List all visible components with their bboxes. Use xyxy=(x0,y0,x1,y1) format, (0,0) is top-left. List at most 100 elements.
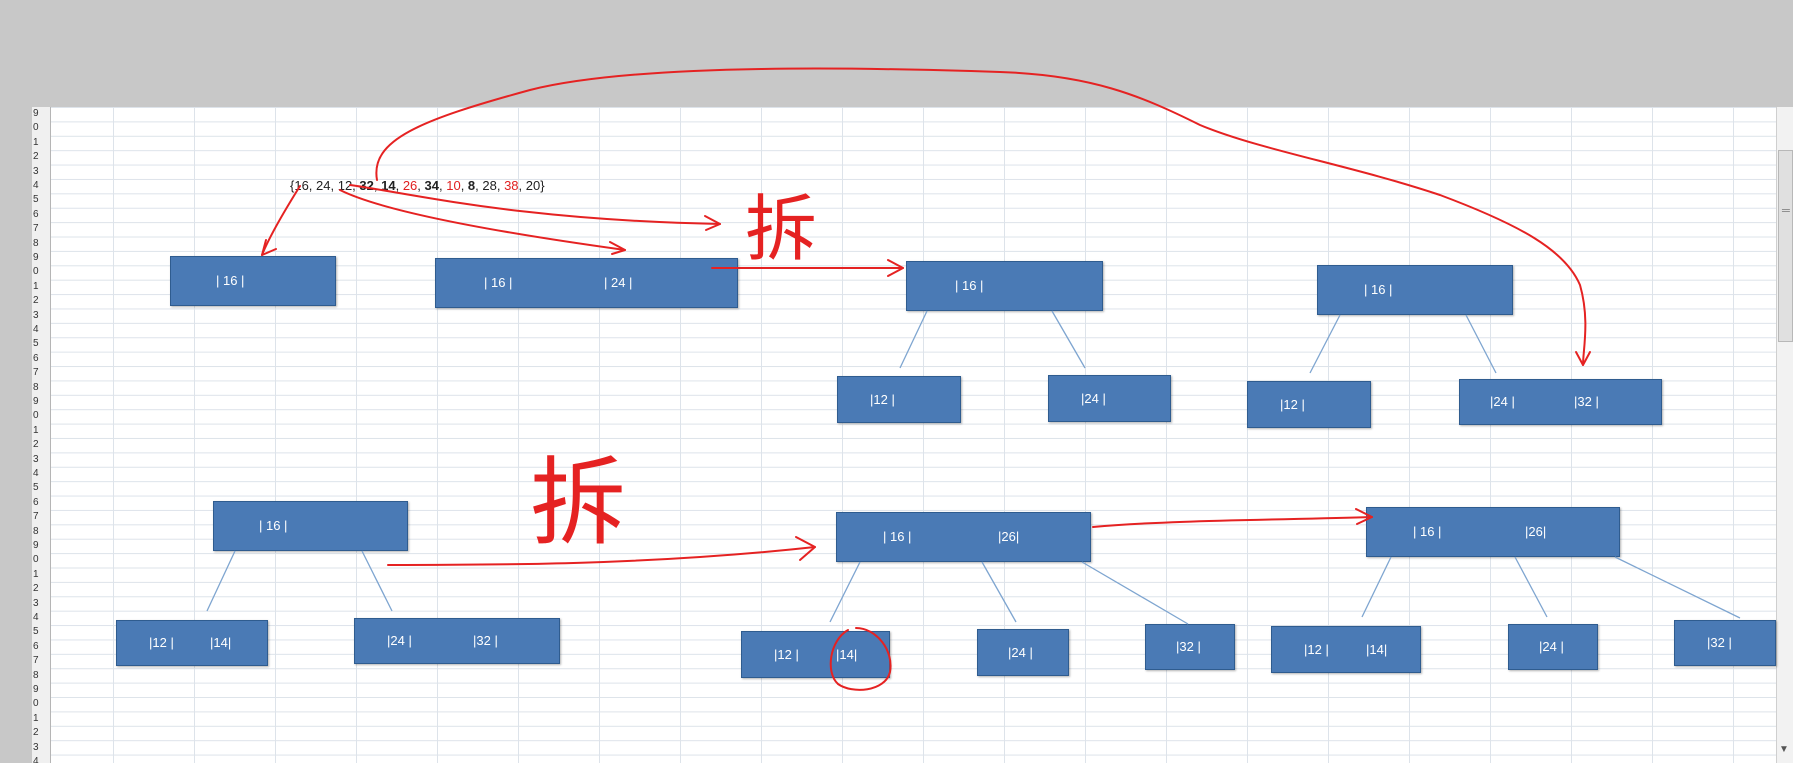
r2-c-root-node: | 16 | |26| xyxy=(1366,507,1620,557)
r1-c-right-node: |24 | xyxy=(1048,375,1171,422)
key: |26| xyxy=(998,528,1020,544)
r2-b-c1-node: |12 | |14| xyxy=(741,631,890,678)
row-number: 8 xyxy=(33,669,39,681)
row-number: 9 xyxy=(33,540,39,551)
sequence-token: 26 xyxy=(402,178,418,193)
row-number: 6 xyxy=(33,496,39,508)
row-number: 7 xyxy=(33,511,39,523)
row-number: 0 xyxy=(33,266,39,278)
r2-a-root-node: | 16 | xyxy=(213,501,408,551)
key: |12 | xyxy=(774,646,799,662)
key: |24 | xyxy=(1008,644,1033,660)
r1-d-right-node: |24 | |32 | xyxy=(1459,379,1662,425)
sequence-token: 34 xyxy=(424,178,439,193)
row-number: 2 xyxy=(33,295,39,307)
row-number: 7 xyxy=(33,367,39,379)
row-number: 9 xyxy=(33,684,39,695)
row-number: 4 xyxy=(33,324,39,335)
r2-b-c2-node: |24 | xyxy=(977,629,1069,676)
row-number: 8 xyxy=(33,381,39,393)
row-number: 3 xyxy=(33,453,39,465)
key: |14| xyxy=(210,634,232,650)
row-number: 2 xyxy=(33,439,39,451)
row-number: 0 xyxy=(33,698,39,710)
sequence-token: {16, 24, 12, xyxy=(290,178,360,193)
key: | 16 | xyxy=(955,277,984,293)
key: |32 | xyxy=(1574,393,1599,409)
row-number: 2 xyxy=(33,151,39,163)
split-handle-icon[interactable]: ═ xyxy=(1782,205,1790,217)
row-number: 4 xyxy=(33,612,39,623)
row-number: 8 xyxy=(33,237,39,249)
key: |32 | xyxy=(1176,638,1201,654)
row-number: 6 xyxy=(33,640,39,652)
row-number: 9 xyxy=(33,396,39,407)
key: |24 | xyxy=(1081,390,1106,406)
sequence-token: 38 xyxy=(504,178,519,193)
key: |12 | xyxy=(1280,396,1305,412)
row-number: 0 xyxy=(33,554,39,566)
scroll-down-icon[interactable]: ▼ xyxy=(1779,744,1789,755)
row-number: 5 xyxy=(33,626,39,638)
split-annotation-1: 拆 xyxy=(745,187,818,271)
key: | 16 | xyxy=(883,528,912,544)
key: |32 | xyxy=(473,632,498,648)
r2-a-left-node: |12 | |14| xyxy=(116,620,268,666)
toolbar-area xyxy=(0,0,1793,107)
r1-a-node: | 16 | xyxy=(170,256,336,306)
row-number: 4 xyxy=(33,756,39,763)
row-number: 3 xyxy=(33,165,39,177)
row-number: 5 xyxy=(33,482,39,494)
key: | 16 | xyxy=(484,274,513,290)
key: | 16 | xyxy=(1413,523,1442,539)
row-number: 1 xyxy=(33,424,39,436)
sequence-token: 10 xyxy=(446,178,461,193)
r2-c-c2-node: |24 | xyxy=(1508,624,1598,670)
row-number: 1 xyxy=(33,712,39,724)
r1-b-node: | 16 | | 24 | xyxy=(435,258,738,308)
sequence-token: , xyxy=(417,178,425,193)
key: |14| xyxy=(1366,641,1388,657)
row-number: 4 xyxy=(33,468,39,479)
key: |14| xyxy=(836,646,858,662)
key: |12 | xyxy=(149,634,174,650)
r2-c-c1-node: |12 | |14| xyxy=(1271,626,1421,673)
row-number: 5 xyxy=(33,338,39,350)
row-number: 1 xyxy=(33,280,39,292)
key: |12 | xyxy=(870,391,895,407)
r2-b-c3-node: |32 | xyxy=(1145,624,1235,670)
row-number: 7 xyxy=(33,223,39,235)
row-number: 6 xyxy=(33,208,39,220)
r2-b-root-node: | 16 | |26| xyxy=(836,512,1091,562)
insert-sequence: {16, 24, 12, 32, 14, 26, 34, 10, 8, 28, … xyxy=(290,178,545,193)
row-number: 9 xyxy=(33,108,39,119)
sequence-token: 14 xyxy=(381,178,396,193)
r2-c-c3-node: |32 | xyxy=(1674,620,1776,666)
row-number: 9 xyxy=(33,252,39,263)
row-number: 8 xyxy=(33,525,39,537)
scrollbar-thumb[interactable] xyxy=(1778,150,1793,342)
row-number: 2 xyxy=(33,583,39,595)
r1-c-root-node: | 16 | xyxy=(906,261,1103,311)
r2-a-right-node: |24 | |32 | xyxy=(354,618,560,664)
key: |32 | xyxy=(1707,634,1732,650)
row-number: 3 xyxy=(33,741,39,753)
row-number: 4 xyxy=(33,180,39,191)
key: |24 | xyxy=(1490,393,1515,409)
row-number: 3 xyxy=(33,597,39,609)
row-number: 1 xyxy=(33,568,39,580)
row-number: 0 xyxy=(33,122,39,134)
sequence-token: , 20} xyxy=(518,178,545,193)
key: | 24 | xyxy=(604,274,633,290)
key: |24 | xyxy=(1539,638,1564,654)
sequence-token: , xyxy=(460,178,468,193)
r1-d-root-node: | 16 | xyxy=(1317,265,1513,315)
row-number: 7 xyxy=(33,655,39,667)
row-number: 3 xyxy=(33,309,39,321)
row-number: 6 xyxy=(33,352,39,364)
key: | 16 | xyxy=(259,517,288,533)
key: | 16 | xyxy=(1364,281,1393,297)
row-number: 2 xyxy=(33,727,39,739)
key: |24 | xyxy=(387,632,412,648)
